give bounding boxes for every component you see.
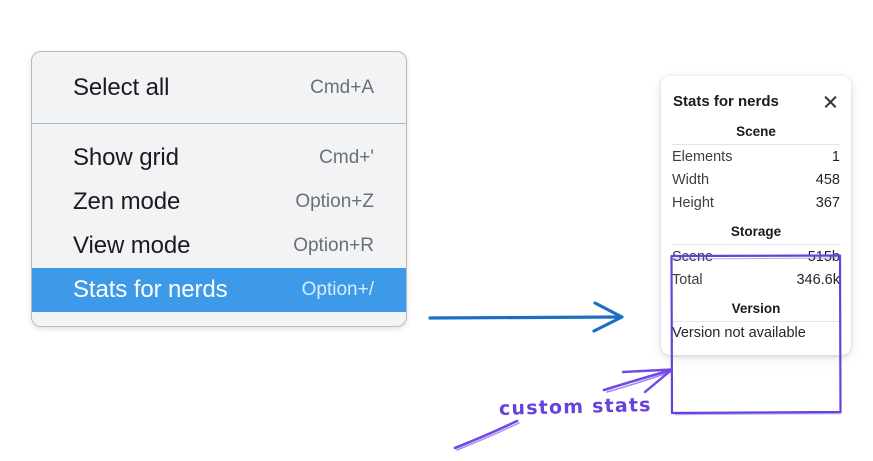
- stat-key: Elements: [672, 148, 733, 165]
- stat-key: Total: [672, 271, 703, 288]
- menu-item-shortcut: Cmd+A: [310, 77, 374, 98]
- stat-row-elements: Elements 1: [661, 145, 851, 168]
- menu-item-label: Select all: [73, 74, 170, 101]
- menu-item-shortcut: Option+Z: [295, 191, 374, 212]
- section-divider: [672, 244, 840, 245]
- blue-flow-arrow: [428, 301, 624, 333]
- stat-value: 458: [815, 171, 840, 188]
- stat-row-height: Height 367: [661, 191, 851, 214]
- version-note: Version not available: [672, 325, 806, 341]
- menu-item-label: Zen mode: [73, 188, 181, 215]
- canvas-context-menu[interactable]: Select all Cmd+A Show grid Cmd+' Zen mod…: [31, 51, 407, 327]
- stats-panel-header: Stats for nerds: [661, 88, 851, 114]
- stats-for-nerds-panel: Stats for nerds Scene Elements 1 Width 4…: [661, 76, 851, 355]
- menu-item-shortcut: Cmd+': [319, 147, 374, 168]
- stat-row-width: Width 458: [661, 168, 851, 191]
- menu-item-zen-mode[interactable]: Zen mode Option+Z: [32, 180, 406, 224]
- menu-item-label: Stats for nerds: [73, 276, 228, 303]
- context-menu-group-1: Select all Cmd+A: [32, 52, 406, 123]
- menu-item-stats-for-nerds[interactable]: Stats for nerds Option+/: [32, 268, 406, 312]
- section-heading-storage: Storage: [730, 224, 782, 239]
- menu-item-show-grid[interactable]: Show grid Cmd+': [32, 136, 406, 180]
- close-icon[interactable]: [822, 93, 839, 110]
- stat-key: Width: [672, 171, 710, 188]
- stat-key: Scene: [672, 248, 714, 265]
- stat-value: 346.6k: [796, 271, 840, 288]
- context-menu-group-2: Show grid Cmd+' Zen mode Option+Z View m…: [32, 124, 406, 326]
- stat-row-scene-storage: Scene 515b: [661, 245, 851, 268]
- stat-row-total-storage: Total 346.6k: [661, 268, 851, 291]
- stat-value: 515b: [807, 248, 840, 265]
- menu-item-label: View mode: [73, 232, 191, 259]
- menu-item-shortcut: Option+R: [293, 235, 374, 256]
- stat-value: 367: [815, 194, 840, 211]
- stat-key: Height: [672, 194, 714, 211]
- section-divider: [672, 144, 840, 145]
- menu-item-view-mode[interactable]: View mode Option+R: [32, 224, 406, 268]
- stat-value: 1: [831, 148, 840, 165]
- menu-item-label: Show grid: [73, 144, 179, 171]
- section-heading-scene: Scene: [736, 124, 776, 139]
- menu-separator: [32, 123, 406, 124]
- custom-stats-label: custom stats: [498, 394, 652, 420]
- menu-item-shortcut: Option+/: [301, 279, 374, 300]
- menu-item-select-all[interactable]: Select all Cmd+A: [32, 66, 406, 110]
- section-heading-version: Version: [731, 301, 781, 316]
- page-title: Stats for nerds: [673, 92, 779, 110]
